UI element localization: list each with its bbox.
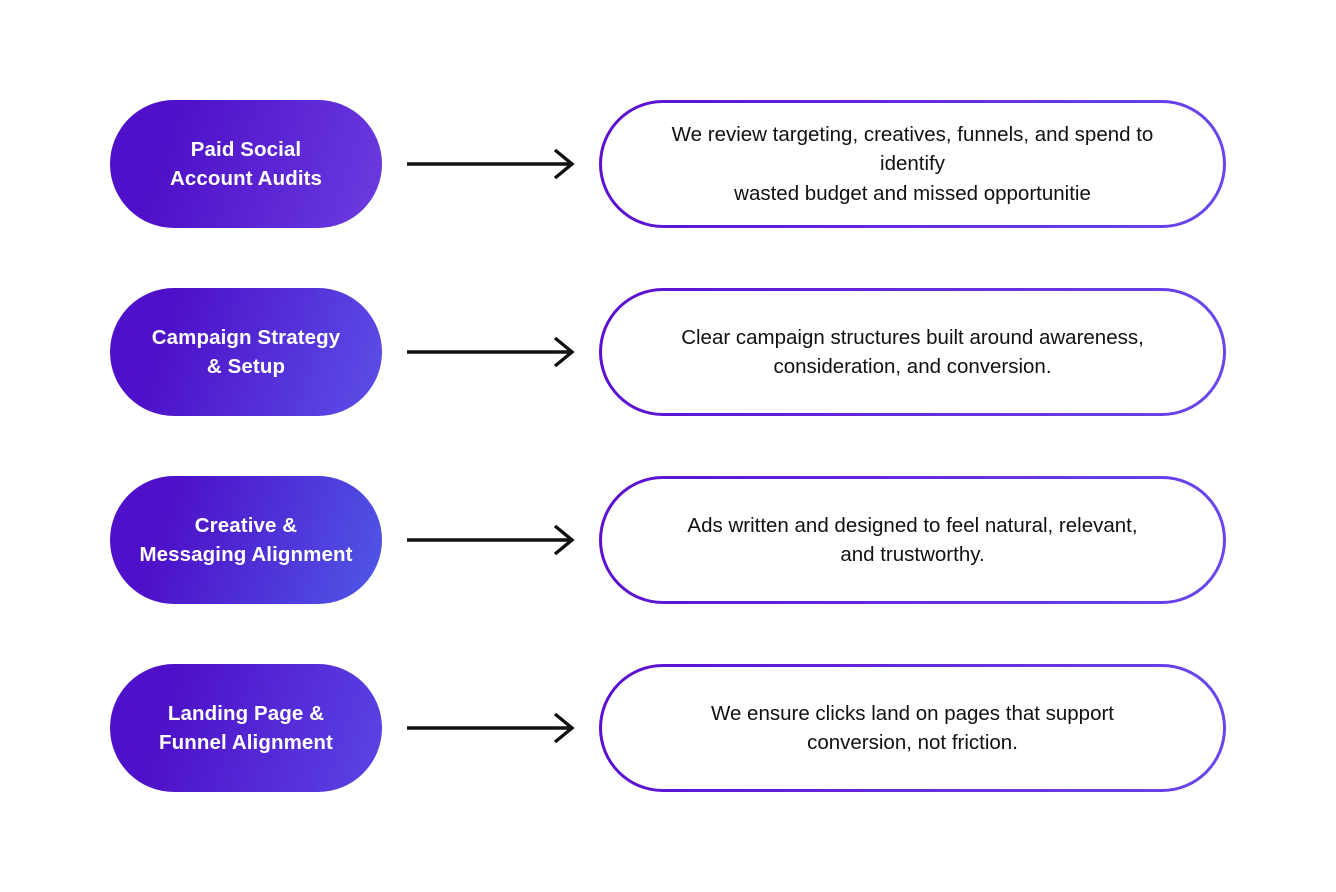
process-step-label-4: Landing Page & Funnel Alignment (159, 701, 333, 754)
process-row-2: Campaign Strategy & Setup Clear campaign… (0, 288, 1336, 476)
process-description-box-1[interactable]: We review targeting, creatives, funnels,… (599, 100, 1226, 228)
process-step-pill-4[interactable]: Landing Page & Funnel Alignment (110, 664, 382, 792)
process-row-4: Landing Page & Funnel Alignment We ensur… (0, 664, 1336, 852)
flow-arrow-2 (405, 332, 580, 372)
process-description-inner-4: We ensure clicks land on pages that supp… (601, 666, 1224, 790)
process-step-pill-1[interactable]: Paid Social Account Audits (110, 100, 382, 228)
process-description-inner-2: Clear campaign structures built around a… (601, 290, 1224, 414)
process-step-label-2: Campaign Strategy & Setup (151, 325, 341, 378)
process-step-label-1: Paid Social Account Audits (169, 137, 323, 190)
process-description-box-4[interactable]: We ensure clicks land on pages that supp… (599, 664, 1226, 792)
process-step-pill-2[interactable]: Campaign Strategy & Setup (110, 288, 382, 416)
process-row-3: Creative & Messaging Alignment Ads writt… (0, 476, 1336, 664)
process-description-inner-1: We review targeting, creatives, funnels,… (601, 102, 1224, 226)
process-description-box-3[interactable]: Ads written and designed to feel natural… (599, 476, 1226, 604)
process-description-text-3: Ads written and designed to feel natural… (687, 513, 1138, 566)
flow-arrow-1 (405, 144, 580, 184)
process-description-text-2: Clear campaign structures built around a… (681, 325, 1144, 378)
process-description-inner-3: Ads written and designed to feel natural… (601, 478, 1224, 602)
flow-arrow-3 (405, 520, 580, 560)
process-description-text-4: We ensure clicks land on pages that supp… (710, 701, 1115, 754)
process-step-label-3: Creative & Messaging Alignment (139, 513, 353, 566)
flow-arrow-4 (405, 708, 580, 748)
process-row-1: Paid Social Account Audits We review tar… (0, 100, 1336, 288)
process-description-text-1: We review targeting, creatives, funnels,… (671, 123, 1154, 205)
process-step-pill-3[interactable]: Creative & Messaging Alignment (110, 476, 382, 604)
process-description-box-2[interactable]: Clear campaign structures built around a… (599, 288, 1226, 416)
